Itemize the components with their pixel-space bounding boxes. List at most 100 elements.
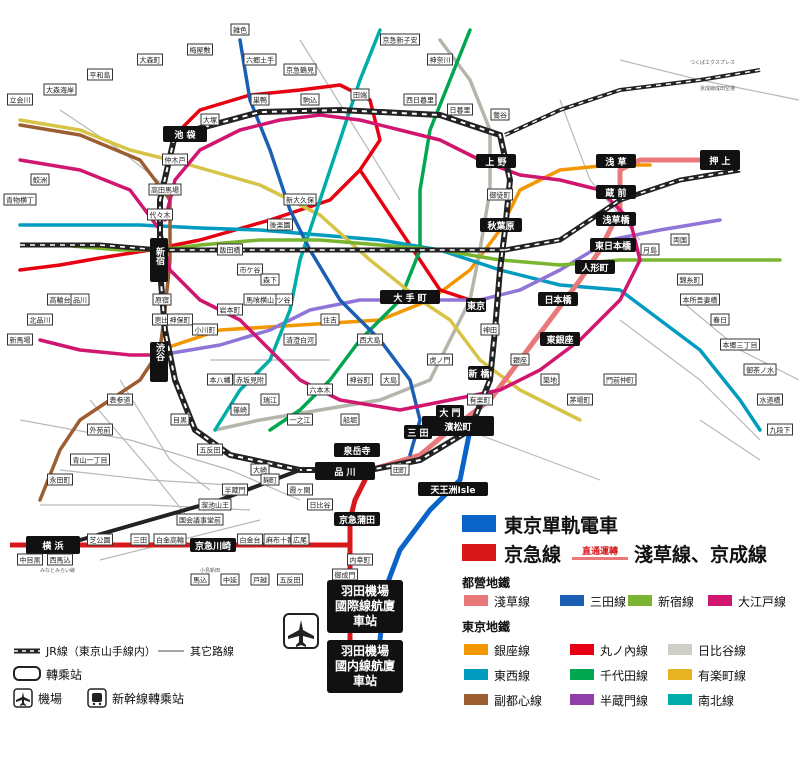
station-label[interactable]: 本所吾妻橋 [683,296,718,305]
station-label[interactable]: 後楽園 [270,221,291,230]
station-label[interactable]: 本八幡 [210,376,231,385]
station-label[interactable]: 築地 [543,376,557,385]
station-label[interactable]: 戸越 [253,576,267,585]
station-label[interactable]: 六郷土手 [246,56,274,65]
station-label[interactable]: 駒込 [303,96,317,105]
station-label[interactable]: 一之江 [290,416,311,425]
station-label[interactable]: 五反田 [200,446,221,455]
station-label[interactable]: 鶯谷 [493,111,507,120]
station-label[interactable]: 中目黒 [20,556,41,565]
station-label[interactable]: 馬喰横山 [246,296,274,305]
station-label[interactable]: 西大島 [360,336,381,345]
station-label[interactable]: 雑色 [233,26,247,35]
station-label[interactable]: 霞ヶ関 [290,487,311,495]
station-label[interactable]: 四ツ谷 [270,296,291,305]
station-label[interactable]: 市ケ谷 [240,266,261,275]
station-label[interactable]: 御成門 [335,571,356,580]
station-label[interactable]: 田端 [353,91,367,100]
station-label[interactable]: 白金高輪 [156,536,184,545]
station-label[interactable]: 大森町 [140,56,161,65]
station-label[interactable]: 小川町 [195,326,216,335]
station-label[interactable]: 春日 [713,316,727,325]
station-label[interactable]: 日比谷 [310,501,331,510]
station-label[interactable]: 表参道 [110,396,131,405]
station-label[interactable]: 大島 [383,376,397,385]
station-label[interactable]: 六本木 [310,386,331,395]
station-label[interactable]: 仲木戸 [165,156,186,165]
station-label[interactable]: 代々木 [150,211,171,220]
station-label[interactable]: 青物横丁 [6,196,34,205]
station-label[interactable]: 巣鴨 [253,96,267,105]
station-label[interactable]: 水道橋 [760,396,781,405]
station-label[interactable]: 内幸町 [350,556,371,565]
station-label[interactable]: 芝公園 [90,536,111,545]
station-label[interactable]: 大崎 [253,466,267,475]
station-label[interactable]: 永田町 [50,476,71,485]
station-label[interactable]: 京急鶴見 [286,66,314,75]
station-label[interactable]: 森下 [263,276,277,285]
station-label[interactable]: 神保町 [170,316,191,325]
station-label[interactable]: 品川 [73,297,87,305]
station-label[interactable]: 高輪台 [50,296,71,305]
station-label[interactable]: 門前仲町 [606,376,634,385]
station-label[interactable]: 白金台 [240,536,261,545]
station-label[interactable]: 御茶ノ水 [746,366,774,375]
station-label[interactable]: 赤坂見附 [236,376,264,385]
station-haneda-international[interactable]: 羽田機場 國際線航廈 車站 [327,580,403,633]
station-label[interactable]: 茅場町 [570,396,591,405]
station-label[interactable]: 月島 [643,246,657,255]
station-label[interactable]: 大森海岸 [46,86,74,95]
station-label[interactable]: 日暮里 [450,106,471,115]
station-label[interactable]: 国会議事堂前 [179,516,221,525]
station-label[interactable]: 立会川 [10,96,31,105]
station-label[interactable]: 神奈川 [430,56,451,65]
station-label[interactable]: 錦糸町 [680,276,701,285]
station-label[interactable]: 新馬場 [10,336,31,345]
station-label[interactable]: 西馬込 [50,556,71,565]
station-label[interactable]: 瑞江 [263,396,277,405]
station-label[interactable]: 馬込 [193,576,207,585]
station-label[interactable]: 御徒町 [490,191,511,200]
station-label[interactable]: 岩本町 [220,306,241,315]
station-label[interactable]: 飯田橋 [220,246,241,255]
station-label[interactable]: 外苑前 [90,426,111,435]
station-label[interactable]: 神田 [483,326,497,335]
station-haneda-domestic[interactable]: 羽田機場 國内線航廈 車站 [327,640,403,693]
station-label[interactable]: 清澄白河 [286,336,314,345]
station-label[interactable]: 住吉 [323,316,337,325]
station-label[interactable]: 北品川 [30,317,51,325]
station-label[interactable]: 篠崎 [233,406,247,415]
station-label[interactable]: 溜池山王 [201,501,229,510]
legend-mita: 三田線 [590,595,627,609]
station-label[interactable]: 大塚 [203,116,217,125]
station-label[interactable]: 高田馬場 [151,186,179,195]
station-label[interactable]: 五反田 [280,576,301,585]
station-label[interactable]: 原宿 [155,296,169,305]
station-label[interactable]: 三田 [133,537,147,545]
station-label[interactable]: 半蔵門 [225,486,246,495]
station-label[interactable]: 京急新子安 [383,36,418,45]
station-label[interactable]: 恵比寿 [155,316,176,325]
station-label[interactable]: 麻布十番 [266,536,294,545]
station-label[interactable]: 船堀 [343,416,357,425]
station-label[interactable]: 西日暮里 [406,96,434,105]
station-label[interactable]: 田町 [393,467,407,475]
station-label[interactable]: 目黒 [173,417,187,425]
station-label[interactable]: 神谷町 [350,376,371,385]
station-label[interactable]: 平和島 [90,71,111,80]
station-label[interactable]: 九段下 [770,426,791,435]
station-label[interactable]: 梅屋敷 [190,46,211,55]
station-label[interactable]: 鮫洲 [33,176,47,185]
station-label[interactable]: 虎ノ門 [430,356,451,365]
station-label[interactable]: 本郷三丁目 [723,341,758,350]
station-label[interactable]: 広尾 [293,536,307,545]
station-label[interactable]: 有楽町 [470,396,491,405]
chiyoda-swatch [570,669,594,680]
station-label[interactable]: 新大久保 [286,196,314,205]
station-label[interactable]: 銀座 [513,356,527,365]
station-label[interactable]: 両国 [673,237,687,245]
major-station-boxes[interactable]: 池 袋 新宿 渋谷 品 川 東京 上 野 浅 草 押 上 濱松町 大 手 町 日… [26,126,740,554]
station-label[interactable]: 中延 [223,576,237,585]
station-label[interactable]: 青山一丁目 [73,456,108,465]
station-label[interactable]: 麹町 [263,476,277,485]
